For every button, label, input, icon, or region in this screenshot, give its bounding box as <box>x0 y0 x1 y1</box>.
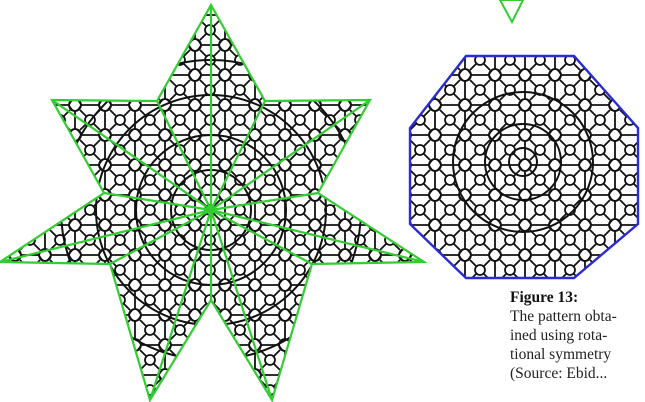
figure-caption: Figure 13: The pattern obta- ined using … <box>510 288 645 383</box>
figure-number: Figure 13: <box>510 288 645 307</box>
caption-line: (Source: Ebid... <box>510 364 645 383</box>
caption-line: The pattern obta- <box>510 307 645 326</box>
star-outline <box>0 5 424 400</box>
caption-line: ined using rota- <box>510 326 645 345</box>
small-green-marker <box>500 0 523 22</box>
caption-line: tional symmetry <box>510 345 645 364</box>
